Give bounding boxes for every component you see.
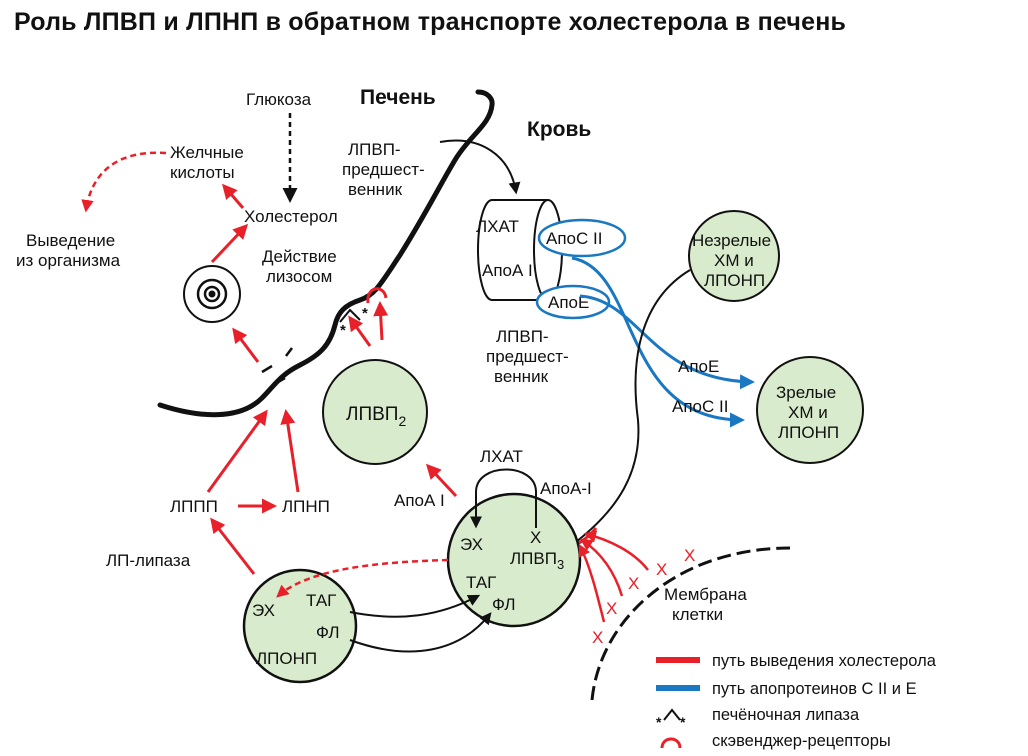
hdl2-to-membrane-arrow-1 (348, 315, 372, 347)
immature-particle (688, 210, 780, 302)
lcat-loop-label: ЛХАТ (480, 447, 523, 466)
lysosome-label-2: лизосом (266, 267, 332, 286)
vldl-to-hdl3-arrow-2 (349, 612, 492, 653)
hdl-precursor-bottom-2: предшест- (486, 347, 569, 366)
idl-label: ЛППП (170, 497, 218, 516)
bile-acids-label-1: Желчные (170, 143, 244, 162)
lipase-icon: * * (656, 708, 686, 730)
membrane-label-1: Мембрана (664, 585, 747, 604)
excretion-label-1: Выведение (26, 231, 115, 250)
apoc2-path (571, 256, 745, 428)
hdl2-particle (322, 359, 428, 465)
lcat-loop-arrow (470, 468, 537, 529)
lp-lipase-label: ЛП-липаза (106, 551, 191, 570)
remnant-arc (567, 269, 691, 549)
tag-hdl3-label: ТАГ (466, 573, 496, 592)
hdl3-label: ЛПВП3 (510, 549, 564, 572)
idl-to-membrane-arrow (206, 409, 268, 493)
svg-text:*: * (340, 322, 346, 339)
cell-to-hdl3-arrow-3 (583, 530, 649, 571)
immature-label-1: Незрелые (692, 231, 771, 250)
cell-to-hdl3-arrow-1 (578, 543, 606, 623)
glucose-label: Глюкоза (246, 90, 312, 109)
mature-label-2: ХМ и (788, 403, 828, 422)
hdl-precursor-top-1: ЛПВП- (348, 140, 401, 159)
apoe-disc-ellipse (535, 284, 611, 320)
hdl-precursor-bottom-1: ЛПВП- (496, 327, 549, 346)
immature-label-3: ЛПОНП (704, 271, 765, 290)
x-mark-4: Х (656, 560, 667, 579)
hdl-precursor-top-2: предшест- (342, 160, 425, 179)
chol-to-bile-arrow (222, 183, 245, 209)
cell-to-hdl3-arrow-2 (579, 538, 624, 597)
legend-item-2: путь апопротеинов С II и Е (712, 680, 917, 698)
apoe-transfer-label: АпоЕ (678, 357, 719, 376)
legend: путь выведения холестерола путь апопроте… (656, 652, 937, 750)
vldl-to-idl-arrow (210, 517, 256, 575)
ce-hdl3-label: ЭХ (460, 535, 483, 554)
x-mark-5: Х (684, 546, 695, 565)
vldl-to-hdl3-arrow-1 (349, 594, 481, 618)
svg-text:*: * (362, 305, 368, 322)
hdl3-to-hdl2-arrow (425, 463, 458, 498)
immature-label-2: ХМ и (714, 251, 754, 270)
vldl-label: ЛПОНП (256, 649, 317, 668)
apoa1-hdl2-label: АпоА I (394, 491, 445, 510)
svg-text:*: * (680, 714, 686, 730)
apoe-path (579, 294, 755, 390)
excretion-label-2: из организма (16, 251, 121, 270)
legend-item-3: печёночная липаза (712, 706, 860, 724)
membrane-to-lysosome-arrow (232, 327, 260, 363)
diagram-title: Роль ЛПВП и ЛПНП в обратном транспорте х… (14, 8, 847, 36)
apoc2-disc-label: АпоС II (546, 229, 602, 248)
hdl3-to-vldl-ce-arrow (276, 558, 449, 598)
x-hdl3-label: Х (530, 528, 541, 547)
x-mark-3: Х (628, 574, 639, 593)
mature-label-1: Зрелые (776, 383, 836, 402)
lysosome-icon (183, 265, 241, 323)
membrane-label-2: клетки (672, 605, 723, 624)
liver-to-disc-arrow (439, 139, 521, 195)
mature-label-3: ЛПОНП (778, 423, 839, 442)
legend-item-1: путь выведения холестерола (712, 652, 937, 670)
mature-particle (756, 356, 864, 464)
blood-label: Кровь (527, 118, 591, 141)
cell-membrane (590, 546, 791, 701)
ldl-label: ЛПНП (282, 497, 330, 516)
pl-hdl3-label: ФЛ (492, 595, 516, 614)
lcat-disc-label: ЛХАТ (476, 217, 519, 236)
lysosome-to-chol-arrow (210, 223, 249, 264)
scavenger-receptor-arc (366, 287, 388, 304)
receptor-icon (660, 737, 682, 749)
ce-vldl-label: ЭХ (252, 601, 275, 620)
membrane-receptor-notch (261, 347, 293, 386)
apoa1-disc-label: АпоА I (482, 261, 533, 280)
legend-item-4: скэвенджер-рецепторы (712, 732, 891, 750)
hdl2-label: ЛПВП2 (346, 404, 406, 429)
pl-vldl-label: ФЛ (316, 623, 340, 642)
svg-text:*: * (656, 714, 662, 730)
ldl-to-membrane-arrow (280, 409, 300, 493)
cholesterol-label: Холестерол (244, 207, 338, 226)
apoa1-loop-label: АпоА-I (540, 479, 592, 498)
bile-acids-label-2: кислоты (170, 163, 235, 182)
apoc2-transfer-label: АпоС II (672, 397, 728, 416)
bile-to-excretion-arrow (81, 151, 167, 213)
vldl-particle (242, 568, 358, 684)
liver-label: Печень (360, 86, 436, 109)
x-mark-2: Х (606, 599, 617, 618)
hdl-precursor-top-3: венник (348, 180, 403, 199)
apoe-disc-label: АпоЕ (548, 293, 589, 312)
hdl-precursor-bottom-3: венник (494, 367, 549, 386)
hdl2-to-membrane-arrow-2 (373, 301, 389, 341)
x-mark-1: Х (592, 628, 603, 647)
lysosome-label-1: Действие (262, 247, 337, 266)
tag-vldl-label: ТАГ (306, 591, 336, 610)
liver-membrane (157, 89, 495, 418)
apoc2-disc-ellipse (537, 218, 627, 258)
